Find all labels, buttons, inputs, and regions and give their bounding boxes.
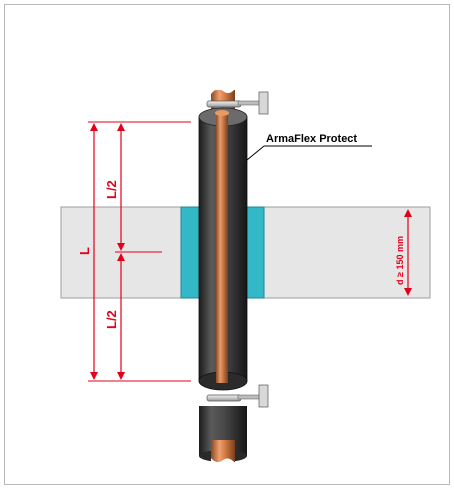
top-clamp bbox=[206, 100, 242, 108]
copper-core bbox=[216, 113, 228, 383]
dimension-label-half-top: L/2 bbox=[104, 180, 119, 199]
dimension-label-half-bottom: L/2 bbox=[104, 310, 119, 329]
wall-right bbox=[262, 206, 431, 299]
top-bracket-plate bbox=[258, 91, 269, 115]
product-label: ArmaFlex Protect bbox=[266, 133, 357, 145]
dimension-label-total: L bbox=[77, 247, 92, 255]
arrow-half-top-b bbox=[117, 243, 125, 251]
bottom-clamp bbox=[206, 394, 242, 402]
top-bracket-arm bbox=[237, 100, 262, 106]
sealant-right bbox=[245, 206, 265, 299]
pipe-break-bottom bbox=[211, 458, 235, 468]
bottom-bracket-arm bbox=[237, 394, 262, 400]
pipe-break-top bbox=[211, 84, 235, 94]
copper-pipe-bottom bbox=[211, 440, 235, 462]
arrow-wall-top bbox=[404, 209, 412, 217]
arrow-half-bottom-b bbox=[117, 372, 125, 380]
arrow-wall-bottom bbox=[404, 288, 412, 296]
arrow-total-bottom bbox=[90, 372, 98, 380]
wall-thickness-label: d ≥ 150 mm bbox=[395, 236, 405, 285]
product-leader-line bbox=[246, 145, 265, 161]
bottom-bracket-plate bbox=[258, 384, 269, 408]
sealant-left bbox=[180, 206, 200, 299]
copper-core-top bbox=[215, 110, 229, 116]
arrow-half-bottom-a bbox=[117, 253, 125, 261]
arrow-half-top-a bbox=[117, 123, 125, 131]
arrow-total-top bbox=[90, 123, 98, 131]
